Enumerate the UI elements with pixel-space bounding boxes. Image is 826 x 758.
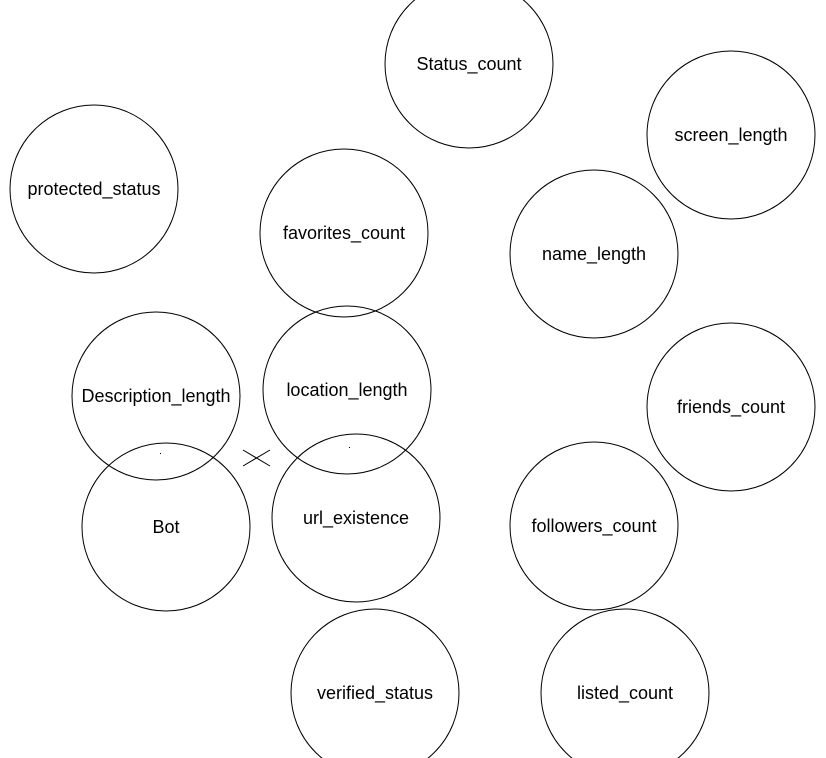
node-location-length: location_length: [262, 305, 432, 475]
node-location-length-circle: [262, 305, 432, 475]
node-url-existence-circle: [271, 433, 441, 603]
node-location-length-label: location_length: [286, 380, 407, 401]
stray-dots: [160, 447, 350, 454]
node-name-length: name_length: [509, 169, 679, 339]
node-url-existence: url_existence: [271, 433, 441, 603]
cross-mark: [242, 449, 271, 467]
node-verified-status-label: verified_status: [317, 683, 433, 704]
node-description-length-circle: [71, 311, 241, 481]
stray-dot-2: [349, 447, 350, 448]
node-status-count-label: Status_count: [416, 54, 521, 75]
node-protected-status-circle: [9, 104, 179, 274]
node-bot: Bot: [81, 442, 251, 612]
node-friends-count-label: friends_count: [677, 397, 785, 418]
node-screen-length-circle: [646, 50, 816, 220]
node-followers-count-circle: [509, 441, 679, 611]
node-verified-status: verified_status: [290, 608, 460, 758]
node-friends-count: friends_count: [646, 322, 816, 492]
node-favorites-count: favorites_count: [259, 148, 429, 318]
node-description-length-label: Description_length: [81, 386, 230, 407]
node-status-count-circle: [384, 0, 554, 149]
node-bot-circle: [81, 442, 251, 612]
node-protected-status: protected_status: [9, 104, 179, 274]
node-description-length: Description_length: [71, 311, 241, 481]
node-name-length-label: name_length: [542, 244, 646, 265]
node-url-existence-label: url_existence: [303, 508, 409, 529]
node-favorites-count-circle: [259, 148, 429, 318]
node-followers-count-label: followers_count: [531, 516, 656, 537]
node-followers-count: followers_count: [509, 441, 679, 611]
node-name-length-circle: [509, 169, 679, 339]
cross-mark-stroke-2: [242, 449, 271, 467]
stray-dot-1: [160, 453, 161, 454]
node-listed-count-circle: [540, 608, 710, 758]
node-status-count: Status_count: [384, 0, 554, 149]
node-screen-length: screen_length: [646, 50, 816, 220]
node-listed-count: listed_count: [540, 608, 710, 758]
node-favorites-count-label: favorites_count: [283, 223, 405, 244]
node-bot-label: Bot: [152, 517, 179, 537]
node-friends-count-circle: [646, 322, 816, 492]
node-screen-length-label: screen_length: [674, 125, 787, 146]
node-verified-status-circle: [290, 608, 460, 758]
node-protected-status-label: protected_status: [27, 179, 160, 200]
node-listed-count-label: listed_count: [577, 683, 673, 704]
